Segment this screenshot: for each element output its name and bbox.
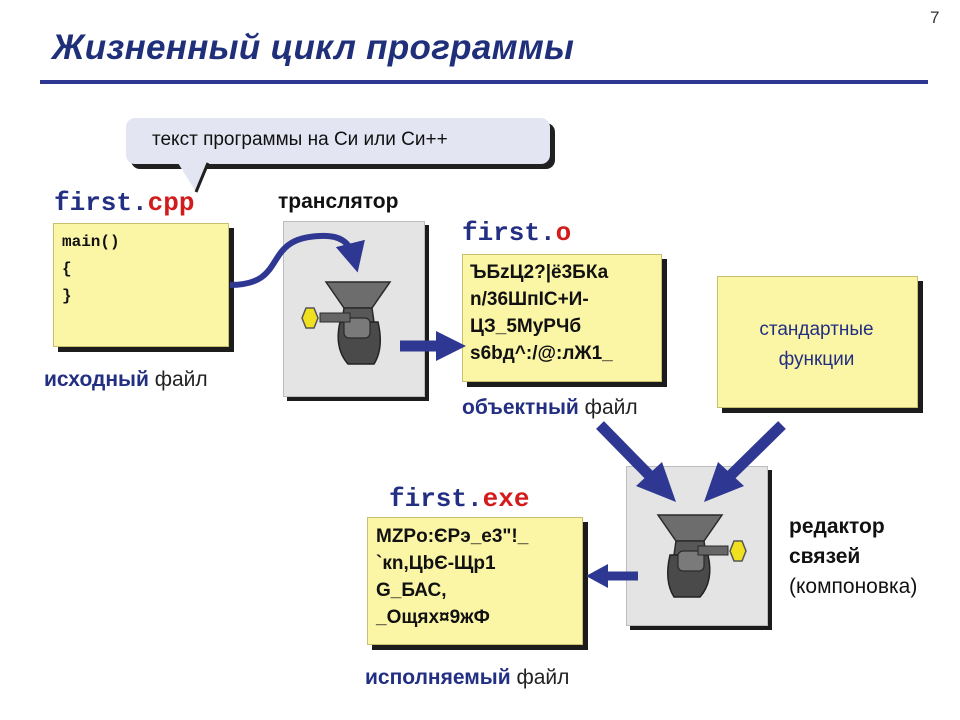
code-line: main() bbox=[62, 233, 120, 251]
content-line: n/36ШпIC+И- bbox=[470, 289, 589, 310]
content-line: s6bд^:/@:лЖ1_ bbox=[470, 343, 613, 364]
exe-file-label: исполняемый файл bbox=[365, 666, 569, 690]
std-functions-line: функции bbox=[778, 349, 855, 370]
exe-filename: first.exe bbox=[389, 484, 529, 514]
exe-content-box bbox=[367, 517, 583, 645]
code-line: { bbox=[62, 260, 72, 278]
source-file-label-bold: исходный bbox=[44, 368, 149, 391]
meat-grinder-icon bbox=[301, 281, 391, 365]
object-filename: first.o bbox=[462, 218, 571, 248]
title-underline bbox=[40, 80, 928, 84]
slide-title: Жизненный цикл программы bbox=[52, 28, 575, 67]
exe-file-label-bold: исполняемый bbox=[365, 666, 511, 689]
object-filename-base: first. bbox=[462, 218, 556, 248]
linker-label-line: связей bbox=[789, 545, 861, 568]
exe-filename-base: first. bbox=[389, 484, 483, 514]
translator-label: транслятор bbox=[278, 190, 399, 213]
std-functions-line: стандартные bbox=[759, 319, 874, 340]
content-line: MZPo:ЄPэ_е3"!_ bbox=[376, 526, 529, 547]
content-line: G_БАС, bbox=[376, 580, 447, 601]
arrow-icon bbox=[436, 331, 466, 361]
source-code-box bbox=[53, 223, 229, 347]
callout-tail bbox=[178, 163, 208, 192]
content-line: `кn,ЦbЄ-Щр1 bbox=[376, 553, 496, 574]
object-file-label: объектный файл bbox=[462, 396, 638, 420]
linker-label-line: (компоновка) bbox=[789, 575, 918, 598]
page-number: 7 bbox=[930, 8, 940, 27]
callout-bubble bbox=[126, 118, 550, 164]
source-code: main() {} bbox=[62, 229, 120, 310]
exe-file-label-rest: файл bbox=[510, 666, 570, 689]
source-file-label: исходный файл bbox=[44, 368, 208, 392]
source-filename-base: first. bbox=[54, 188, 148, 218]
object-file-label-bold: объектный bbox=[462, 396, 579, 419]
arrow-icon bbox=[586, 564, 608, 588]
object-filename-ext: o bbox=[555, 218, 572, 248]
content-line: ЪБzЦ2?|ё3БКа bbox=[470, 262, 609, 283]
code-line: } bbox=[62, 287, 72, 305]
std-functions-text: стандартные функции bbox=[717, 315, 916, 375]
arrow-icon bbox=[704, 462, 744, 502]
arrow-icon bbox=[229, 232, 365, 288]
object-content-box bbox=[462, 254, 662, 382]
linker-label-line: редактор bbox=[789, 515, 885, 538]
content-line: _Ощях¤9жФ bbox=[376, 607, 490, 628]
source-file-label-rest: файл bbox=[148, 368, 208, 391]
arrow-icon bbox=[726, 421, 786, 480]
arrow-icon bbox=[596, 421, 654, 480]
content-line: ЦЗ_5МуРЧб bbox=[470, 316, 582, 337]
source-filename: first.cpp bbox=[54, 188, 194, 218]
linker-label: редактор связей (компоновка) bbox=[789, 512, 917, 602]
callout-tail-shadow bbox=[194, 162, 210, 193]
meat-grinder-icon bbox=[657, 514, 747, 598]
object-file-label-rest: файл bbox=[578, 396, 638, 419]
source-filename-ext: cpp bbox=[147, 188, 195, 218]
callout-text: текст программы на Си или Си++ bbox=[152, 129, 448, 150]
object-content: ЪБzЦ2?|ё3БКа n/36ШпIC+И- ЦЗ_5МуРЧб s6bд^:/@… bbox=[470, 259, 613, 367]
exe-filename-ext: exe bbox=[482, 484, 530, 514]
arrow-icon bbox=[636, 462, 676, 502]
std-functions-box bbox=[717, 276, 918, 408]
